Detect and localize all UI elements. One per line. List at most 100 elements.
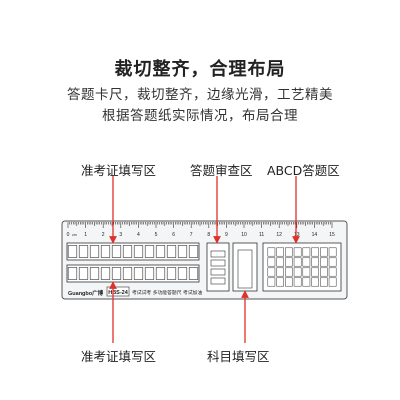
ruler-brand: Guangbo广博 <box>68 289 104 297</box>
abcd-answer-section <box>262 242 342 292</box>
ruler-scale-number: 11 <box>259 232 264 238</box>
ruler-scale-number: 13 <box>294 232 300 238</box>
ruler-scale-number: 0 <box>67 232 70 238</box>
exam-number-cell <box>67 245 78 258</box>
model-badge <box>106 286 130 297</box>
abcd-cell <box>276 247 284 257</box>
abcd-cell <box>328 247 337 257</box>
ruler-scale-number: 14 <box>312 232 318 238</box>
abcd-cell <box>285 267 293 277</box>
review-box-1 <box>210 250 226 258</box>
exam-number-cell <box>133 267 144 280</box>
exam-number-cell <box>166 245 177 258</box>
exam-number-cell <box>78 245 89 258</box>
review-box-2 <box>210 259 226 267</box>
abcd-cell <box>285 257 293 267</box>
headline: 裁切整齐，合理布局 <box>114 59 286 80</box>
callout-top-right: ABCD答题区 <box>267 163 340 178</box>
abcd-cell <box>302 247 311 257</box>
exam-number-cells-top <box>67 245 199 258</box>
ruler-scale-number: 10 <box>241 232 247 238</box>
abcd-cell <box>328 277 337 287</box>
ruler-scale-number: 8 <box>207 232 210 238</box>
exam-number-cell <box>78 267 89 280</box>
abcd-cell <box>328 267 337 277</box>
ruler-scale-number: 5 <box>155 232 158 238</box>
abcd-cell <box>302 257 311 267</box>
ruler-scale-number: 15 <box>329 232 335 238</box>
exam-number-cell <box>177 245 188 258</box>
exam-number-cell <box>122 267 133 280</box>
exam-number-cell <box>177 267 188 280</box>
exam-number-cell <box>155 245 166 258</box>
ruler-ticks <box>67 222 333 228</box>
exam-number-cell <box>188 245 199 258</box>
ruler-scale-number: 6 <box>172 232 175 238</box>
exam-number-cell <box>144 245 155 258</box>
ruler-scale-number: 1 <box>84 232 87 238</box>
abcd-cell <box>267 247 276 257</box>
abcd-cell <box>320 277 328 287</box>
ruler-scale-number: 3 <box>119 232 122 238</box>
abcd-cell <box>302 267 311 277</box>
exam-number-cell <box>155 267 166 280</box>
abcd-cell <box>276 257 284 267</box>
exam-number-row-top <box>66 242 200 261</box>
exam-number-cell <box>111 267 122 280</box>
abcd-cell <box>320 247 328 257</box>
abcd-cell <box>293 247 302 257</box>
exam-number-cell <box>100 245 111 258</box>
abcd-cell <box>276 267 284 277</box>
abcd-cell <box>285 277 293 287</box>
abcd-cell <box>293 257 302 267</box>
ruler-bottom-text: 考试试考 多功能答题尺 考试加油 <box>132 289 202 296</box>
exam-number-cells-bottom <box>67 267 199 280</box>
ruler-scale-number: 4 <box>137 232 140 238</box>
review-box-4 <box>210 277 226 285</box>
callout-bottom-left: 准考证填写区 <box>81 349 157 364</box>
abcd-cell <box>267 277 276 287</box>
exam-number-cell <box>89 267 100 280</box>
abcd-cell <box>302 277 311 287</box>
ruler-scale-number: 2 <box>102 232 105 238</box>
abcd-cell <box>320 257 328 267</box>
exam-number-cell <box>133 245 144 258</box>
subheadline-2: 根据答题纸实际情况，布局合理 <box>102 108 298 124</box>
exam-number-cell <box>166 267 177 280</box>
abcd-cell <box>311 277 319 287</box>
ruler-scale-number: 7 <box>190 232 193 238</box>
callout-top-middle: 答题审查区 <box>190 163 253 178</box>
ruler-scale-number: 9 <box>225 232 228 238</box>
exam-number-cell <box>100 267 111 280</box>
subject-write-box <box>237 249 253 289</box>
exam-number-row-bottom <box>66 264 200 283</box>
abcd-cell <box>267 257 276 267</box>
exam-number-cell <box>111 245 122 258</box>
ruler-scale-number: 12 <box>276 232 282 238</box>
abcd-cell <box>276 277 284 287</box>
subject-section <box>232 242 258 292</box>
exam-number-cell <box>67 267 78 280</box>
abcd-cell <box>328 257 337 267</box>
exam-number-cell <box>144 267 155 280</box>
exam-number-cell <box>89 245 100 258</box>
exam-number-cell <box>122 245 133 258</box>
ruler-unit: cm <box>72 233 77 237</box>
callout-top-left: 准考证填写区 <box>81 163 157 178</box>
review-box-3 <box>210 268 226 276</box>
abcd-cell <box>311 247 319 257</box>
abcd-cell <box>285 247 293 257</box>
abcd-answer-grid <box>267 247 337 287</box>
abcd-cell <box>293 267 302 277</box>
abcd-cell <box>320 267 328 277</box>
exam-number-cell <box>188 267 199 280</box>
subheadline-1: 答题卡尺，裁切整齐，边缘光滑，工艺精美 <box>67 87 333 103</box>
abcd-cell <box>311 267 319 277</box>
abcd-cell <box>267 267 276 277</box>
callout-bottom-middle: 科目填写区 <box>207 349 270 364</box>
abcd-cell <box>293 277 302 287</box>
ruler-model: HBS-24 <box>108 290 129 296</box>
abcd-cell <box>311 257 319 267</box>
